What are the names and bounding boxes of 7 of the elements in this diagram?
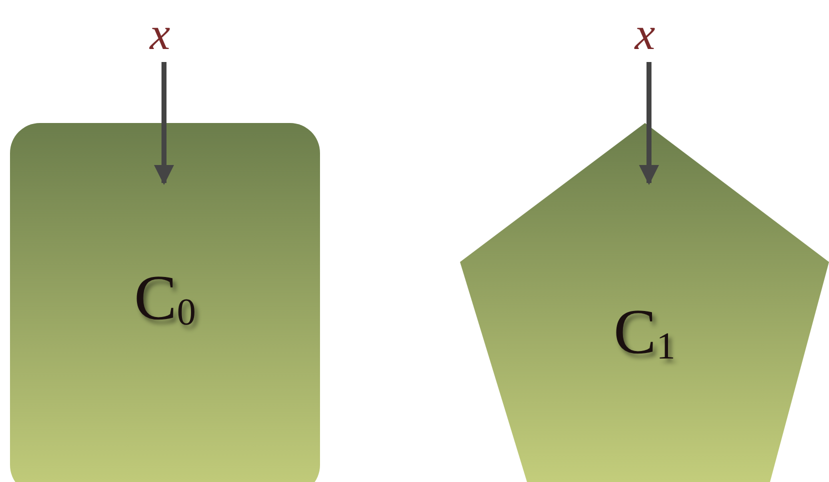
variable-label: x bbox=[150, 11, 170, 57]
arrow bbox=[639, 62, 659, 185]
variable-label: x bbox=[634, 11, 656, 57]
shape-label: C$_{0}$ bbox=[134, 266, 196, 332]
arrow bbox=[154, 62, 174, 185]
rounded-box bbox=[10, 123, 320, 482]
shape-label: C$_{1}$ bbox=[614, 300, 676, 366]
